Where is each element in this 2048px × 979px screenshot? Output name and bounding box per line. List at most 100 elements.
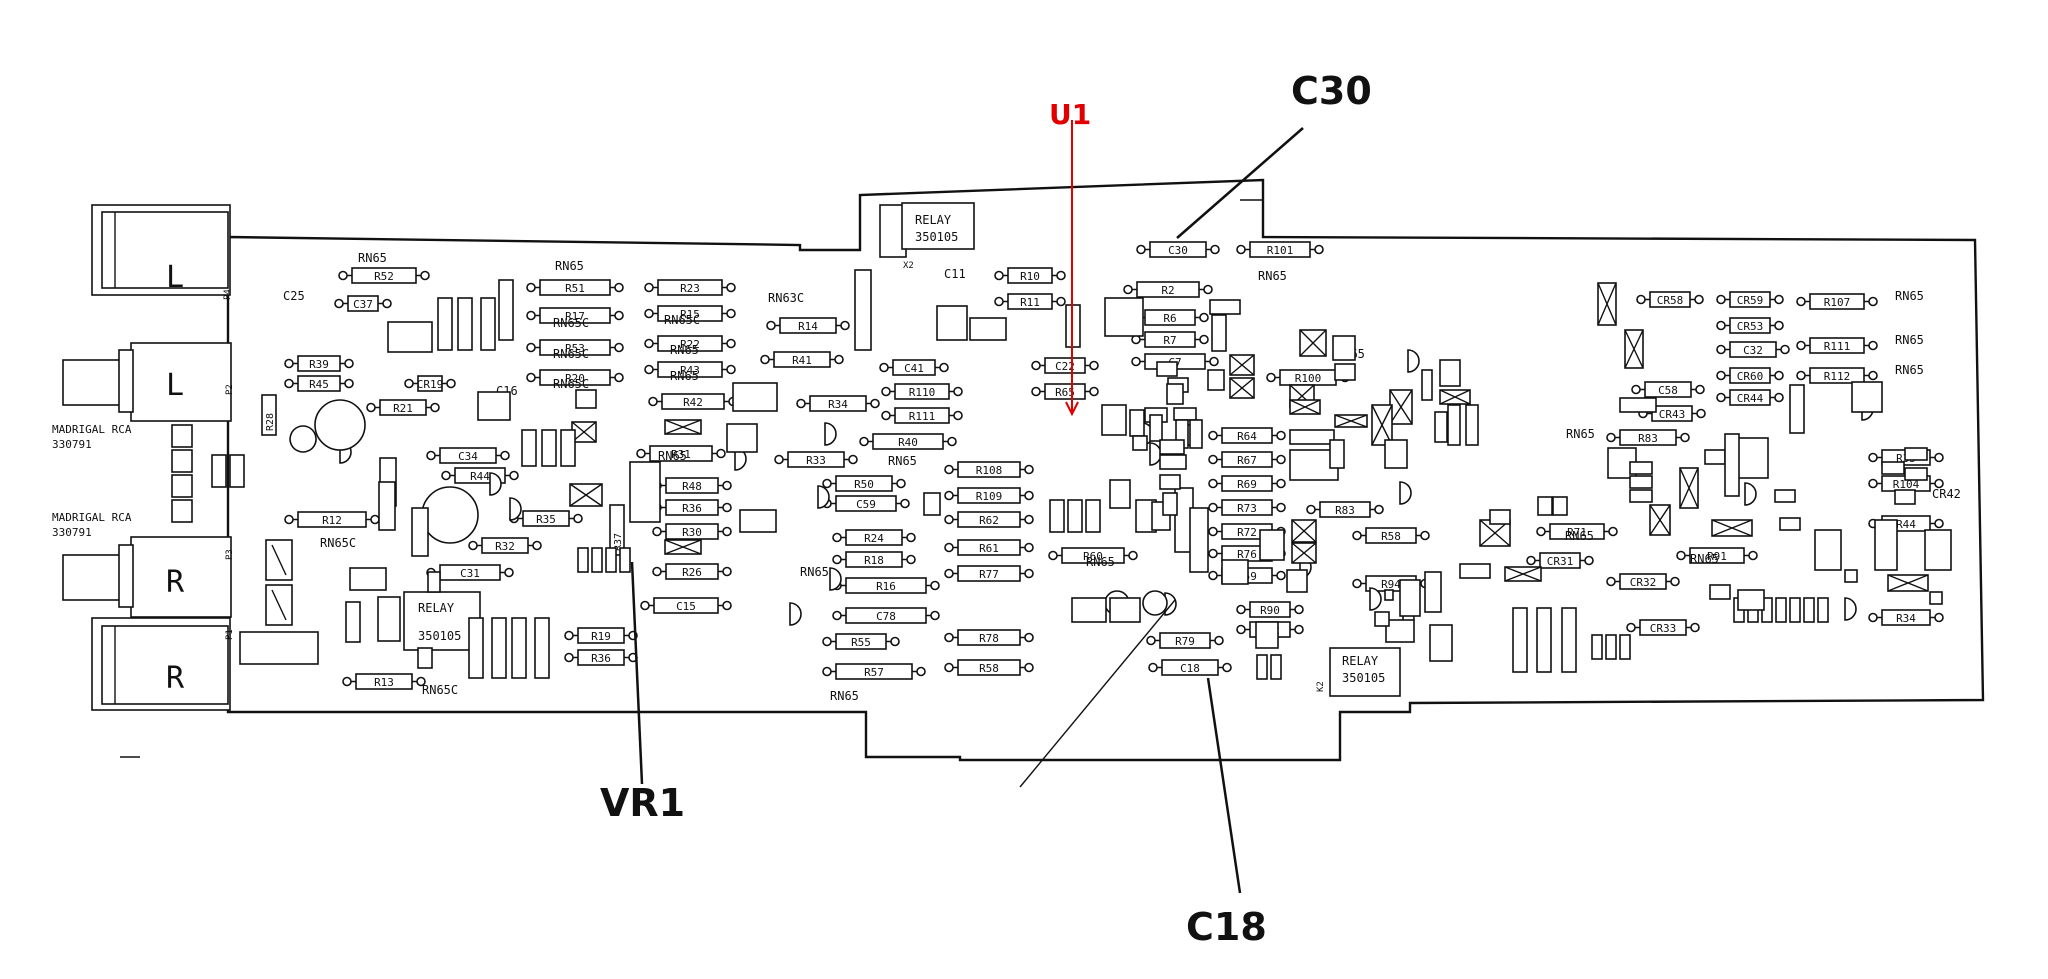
component-label: R13 <box>374 676 394 689</box>
component-label: R78 <box>979 632 999 645</box>
component-c59: C59 <box>822 495 910 512</box>
component-r19: R19 <box>564 627 638 644</box>
component-r52: R52 <box>338 267 430 284</box>
component-r42: R42 <box>648 393 738 410</box>
svg-text:RELAY: RELAY <box>1342 654 1379 668</box>
component-r16: R16 <box>832 577 940 594</box>
component-label: CR44 <box>1737 392 1764 405</box>
component-rn65-n: RN65 <box>1895 363 1924 377</box>
component-r11: R11 <box>994 293 1066 310</box>
component-label: C18 <box>1180 662 1200 675</box>
component-rn65-h: RN65 <box>888 454 917 468</box>
component-label: R107 <box>1824 296 1851 309</box>
component-label: CR60 <box>1737 370 1764 383</box>
component-label: C41 <box>904 362 924 375</box>
connector-cap-stack <box>171 424 245 523</box>
component-r40: R40 <box>859 433 957 450</box>
component-label: R62 <box>979 514 999 527</box>
component-label: RN65 <box>555 259 584 273</box>
component-label: RN65 <box>1566 427 1595 441</box>
component-label: R57 <box>864 666 884 679</box>
component-r36b: R36 <box>564 649 638 666</box>
component-r69: R69 <box>1208 475 1286 492</box>
component-r15: R15 <box>644 305 736 322</box>
component-r45: R45 <box>284 375 354 392</box>
component-rn65-c: RN65 <box>670 343 699 357</box>
pcb-outline <box>226 178 1985 762</box>
component-cr33: CR33 <box>1626 619 1700 636</box>
component-label: R91 <box>1707 550 1727 563</box>
component-label: RN65 <box>1895 363 1924 377</box>
svg-text:350105: 350105 <box>418 629 461 643</box>
component-r50: R50 <box>822 475 906 492</box>
component-label: C34 <box>458 450 478 463</box>
component-r90: R90 <box>1236 601 1304 618</box>
component-label: R51 <box>565 282 585 295</box>
component-rn65-i: RN65 <box>1258 269 1287 283</box>
c18-callout-label: C18 <box>1186 905 1267 949</box>
svg-text:K2: K2 <box>1316 681 1326 692</box>
component-r20: R20 <box>526 369 624 386</box>
component-label: R50 <box>854 478 874 491</box>
component-label: R104 <box>1893 478 1920 491</box>
component-cr60: CR60 <box>1716 367 1784 384</box>
component-label: R90 <box>1260 604 1280 617</box>
component-label: C78 <box>876 610 896 623</box>
component-cr31: CR31 <box>1526 552 1594 569</box>
component-r107: R107 <box>1796 293 1878 310</box>
component-label: R11 <box>1020 296 1040 309</box>
component-r34: R34 <box>796 395 880 412</box>
component-label: R24 <box>864 532 884 545</box>
component-label: R64 <box>1237 430 1257 443</box>
component-label: R36 <box>682 502 702 515</box>
component-r83: R83 <box>1306 501 1384 518</box>
component-label: R6 <box>1163 312 1176 325</box>
component-label: R65 <box>1055 386 1075 399</box>
component-rn63c: RN63C <box>768 291 804 305</box>
component-label: R111 <box>909 410 936 423</box>
component-label: R42 <box>683 396 703 409</box>
component-label: C37 <box>353 298 373 311</box>
component-label: C22 <box>1055 360 1075 373</box>
component-label: CR19 <box>417 378 444 391</box>
component-rn65-a: RN65 <box>358 251 387 265</box>
component-rn65c-d: RN65C <box>553 347 589 361</box>
component-c30: C30 <box>1136 241 1220 258</box>
madrigal-label-top: MADRIGAL RCA <box>52 423 132 436</box>
component-r23: R23 <box>644 279 736 296</box>
component-label: R69 <box>1237 478 1257 491</box>
component-r108: R108 <box>944 461 1034 478</box>
relay-top: RELAY 350105 X2 <box>879 202 975 271</box>
component-rn65c-e: RN65C <box>553 377 589 391</box>
component-r10: R10 <box>994 267 1066 284</box>
component-cr59: CR59 <box>1716 291 1784 308</box>
component-rn65-f: RN65 <box>830 689 859 703</box>
component-label: RN65C <box>320 536 356 550</box>
component-label: RN65 <box>1565 529 1594 543</box>
component-r43: R43 <box>644 361 736 378</box>
component-r101: R101 <box>1236 241 1324 258</box>
component-label: CR32 <box>1630 576 1657 589</box>
svg-text:X2: X2 <box>903 261 914 271</box>
component-r91: R91 <box>1676 547 1758 564</box>
component-label: R40 <box>898 436 918 449</box>
component-r28: R28 <box>261 394 277 436</box>
rca-connector-left-mid: L P2 <box>62 342 235 422</box>
component-label: R2 <box>1161 284 1174 297</box>
component-r51: R51 <box>526 279 624 296</box>
component-label: R23 <box>680 282 700 295</box>
component-label: CR43 <box>1659 408 1686 421</box>
component-cr32: CR32 <box>1606 573 1680 590</box>
generic-parts <box>239 269 1952 680</box>
component-r62: R62 <box>944 511 1034 528</box>
component-label: RN65C <box>553 377 589 391</box>
component-rn65-g: RN65 <box>800 565 829 579</box>
component-label: R53 <box>565 342 585 355</box>
svg-text:P2: P2 <box>225 384 235 395</box>
component-label: R15 <box>680 308 700 321</box>
c30-callout-label: C30 <box>1291 69 1372 113</box>
component-cr43: CR43 <box>1638 405 1706 422</box>
component-r83b: R83 <box>1606 429 1690 446</box>
component-label: R32 <box>495 540 515 553</box>
component-r22: R22 <box>644 335 736 352</box>
